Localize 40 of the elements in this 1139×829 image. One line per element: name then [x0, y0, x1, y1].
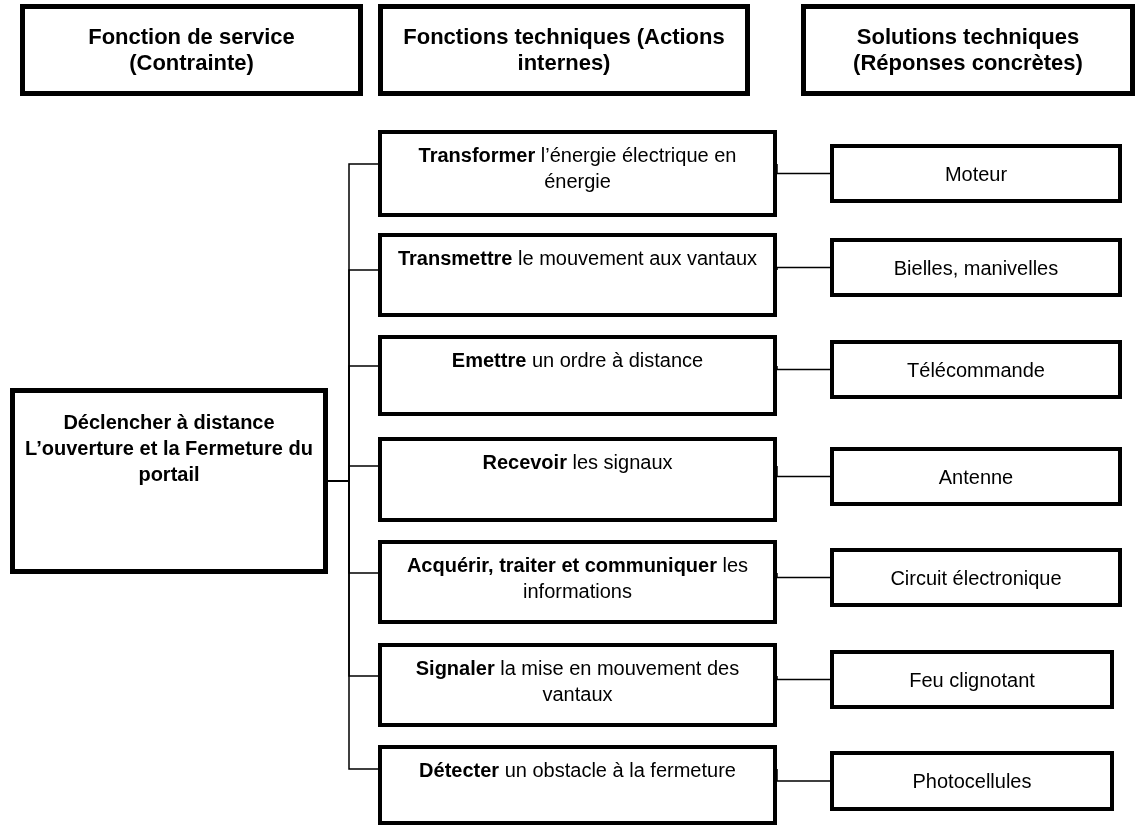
solution-box — [830, 144, 1122, 203]
function-box — [378, 233, 777, 317]
function-box — [378, 335, 777, 416]
box-text: Télécommande — [907, 357, 1045, 383]
box-text: Circuit électronique — [890, 565, 1062, 591]
box-text: Emettre un ordre à distance — [451, 348, 704, 373]
connector-line — [776, 266, 831, 271]
connector-line — [327, 480, 379, 770]
header-box — [20, 4, 363, 96]
solution-box — [830, 548, 1122, 607]
function-box — [378, 540, 777, 624]
box-text: Moteur — [944, 161, 1008, 187]
box-text: Détecter un obstacle à la fermeture — [419, 758, 736, 783]
box-text: Feu clignotant — [909, 667, 1035, 693]
function-box — [378, 437, 777, 522]
function-box — [378, 643, 777, 727]
solution-box — [830, 238, 1122, 297]
solution-box — [830, 650, 1114, 709]
function-box — [378, 130, 777, 217]
box-text: Transformer l’énergie électrique en énergie — [417, 143, 738, 194]
box-text: Signaler la mise en mouvement des vantaux — [414, 656, 741, 707]
solution-box — [830, 447, 1122, 506]
box-text: Bielles, manivelles — [893, 255, 1059, 281]
box-text: Antenne — [938, 464, 1014, 490]
header-box — [801, 4, 1135, 96]
box-text: Photocellules — [912, 769, 1032, 794]
function-box — [378, 745, 777, 825]
solution-box — [830, 340, 1122, 399]
box-text: Déclencher à distance L’ouverture et la Fermeture du portail — [24, 410, 314, 487]
box-text: Solutions techniques (Réponses concrètes) — [852, 24, 1084, 76]
box-text: Transmettre le mouvement aux vantaux — [397, 246, 758, 271]
box-text: Fonction de service (Contrainte) — [87, 24, 296, 76]
header-box — [378, 4, 750, 96]
solution-box — [830, 751, 1114, 811]
box-text: Recevoir les signaux — [482, 450, 673, 475]
main-function-box — [10, 388, 328, 574]
box-text: Fonctions techniques (Actions internes) — [402, 24, 726, 76]
connector-line — [776, 365, 831, 371]
connector-line — [776, 675, 831, 681]
box-text: Acquérir, traiter et communiquer les informations — [405, 553, 750, 604]
